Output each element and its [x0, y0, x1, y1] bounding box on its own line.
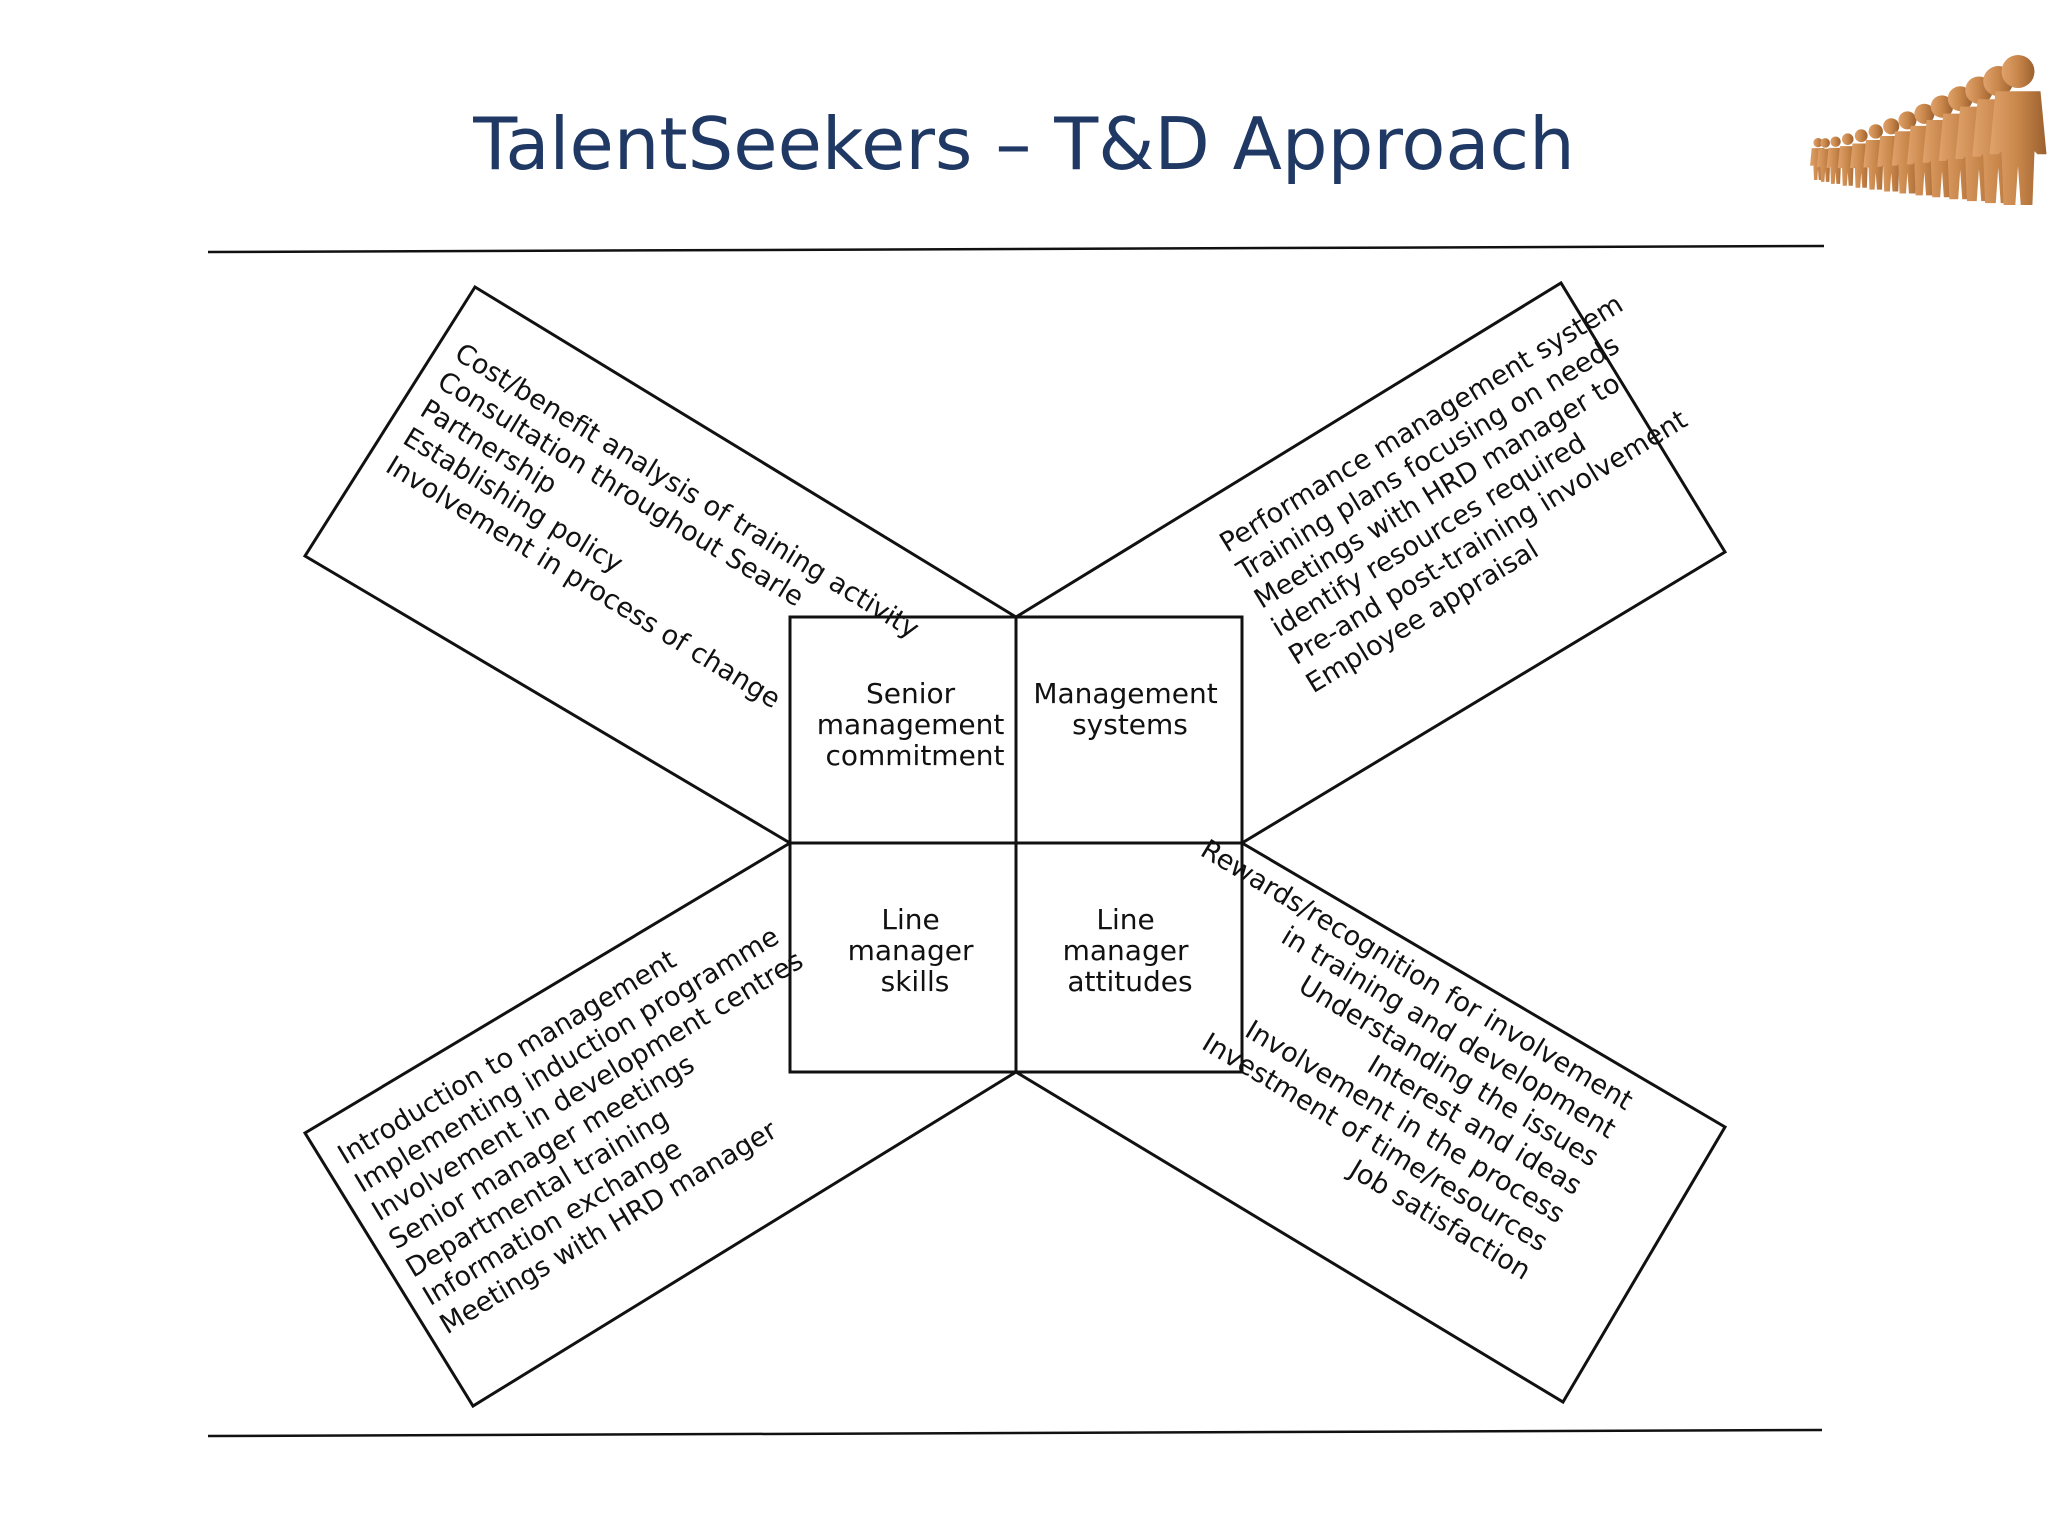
center-label-senior-management: Senior management commitment	[817, 677, 1013, 772]
center-label-line-manager-skills: Line manager skills	[848, 903, 983, 998]
person-figure	[1989, 55, 2047, 205]
center-cell-bottom-right	[1014, 841, 1244, 1074]
center-cell-top-left	[788, 615, 1018, 845]
center-cell-bottom-left	[788, 841, 1018, 1074]
page-title: TalentSeekers – T&D Approach	[473, 102, 1575, 186]
center-grid	[788, 615, 1244, 1074]
top-rule	[207, 244, 1825, 254]
center-cell-top-right	[1014, 615, 1244, 845]
people-row-graphic	[1810, 55, 2047, 205]
people-row-icon	[1808, 30, 2048, 210]
center-label-management-systems: Management systems	[1033, 677, 1226, 741]
bottom-rule	[207, 1428, 1823, 1438]
center-label-line-manager-attitudes: Line manager attitudes	[1063, 903, 1198, 998]
